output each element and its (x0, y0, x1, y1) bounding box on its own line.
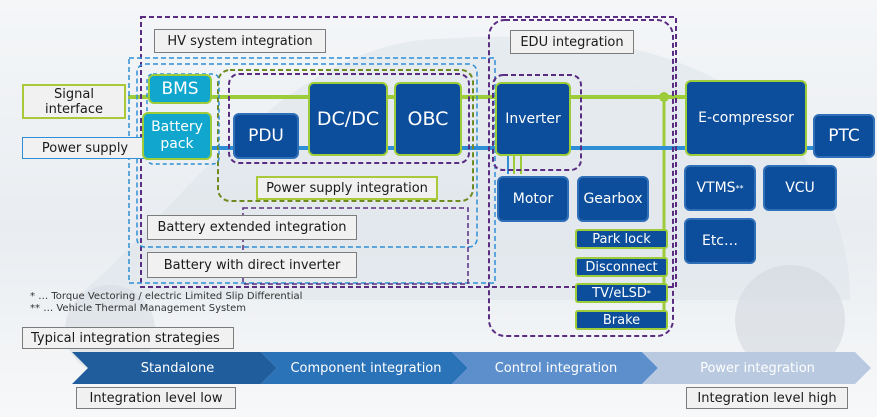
power-supply-interface-label: Power supply (22, 137, 148, 159)
direct-inverter-outline (242, 207, 469, 285)
e-compressor-block: E-compressor (685, 80, 807, 156)
inverter-outline (492, 74, 582, 171)
vtms-block: VTMS** (684, 165, 756, 211)
battery-extended-label: Battery extended integration (147, 215, 357, 240)
park-lock-block: Park lock (575, 229, 668, 249)
gearbox-block: Gearbox (577, 176, 649, 222)
signal-interface-label: Signal interface (22, 84, 126, 119)
edu-label: EDU integration (510, 30, 634, 54)
dcdc-block: DC/DC (308, 82, 388, 156)
power-supply-integration-label: Power supply integration (256, 176, 438, 200)
edu-outline (488, 19, 674, 337)
ptc-block: PTC (813, 114, 875, 158)
pdu-block: PDU (233, 113, 299, 159)
stage-standalone: Standalone (140, 360, 215, 376)
inverter-block: Inverter (495, 82, 571, 156)
integration-level-low-label: Integration level low (76, 387, 236, 409)
hv-system-label: HV system integration (154, 29, 326, 53)
battery-extended-outline (136, 63, 478, 248)
wheel-front (735, 265, 845, 375)
signal-node (659, 92, 669, 102)
battery-direct-inverter-label: Battery with direct inverter (147, 252, 357, 278)
footnote-2: ** … Vehicle Thermal Management System (30, 303, 247, 314)
battery-pack-block: Battery pack (142, 112, 212, 160)
stage-power-integration: Power integration (700, 360, 815, 376)
vcu-block: VCU (763, 165, 837, 211)
footnote-1: * … Torque Vectoring / electric Limited … (30, 291, 303, 302)
brake-block: Brake (575, 310, 668, 330)
power-supply-outline (217, 69, 474, 202)
motor-block: Motor (497, 176, 569, 222)
strategies-title: Typical integration strategies (22, 327, 234, 349)
etc-block: Etc… (684, 218, 756, 264)
stage-control-integration: Control integration (494, 360, 618, 376)
tv-elsd-block: TV/eLSD* (575, 283, 668, 303)
obc-block: OBC (394, 82, 462, 156)
integration-level-high-label: Integration level high (686, 387, 848, 409)
stage-component-integration: Component integration (290, 360, 442, 376)
disconnect-block: Disconnect (575, 257, 668, 277)
bms-block: BMS (148, 74, 212, 104)
